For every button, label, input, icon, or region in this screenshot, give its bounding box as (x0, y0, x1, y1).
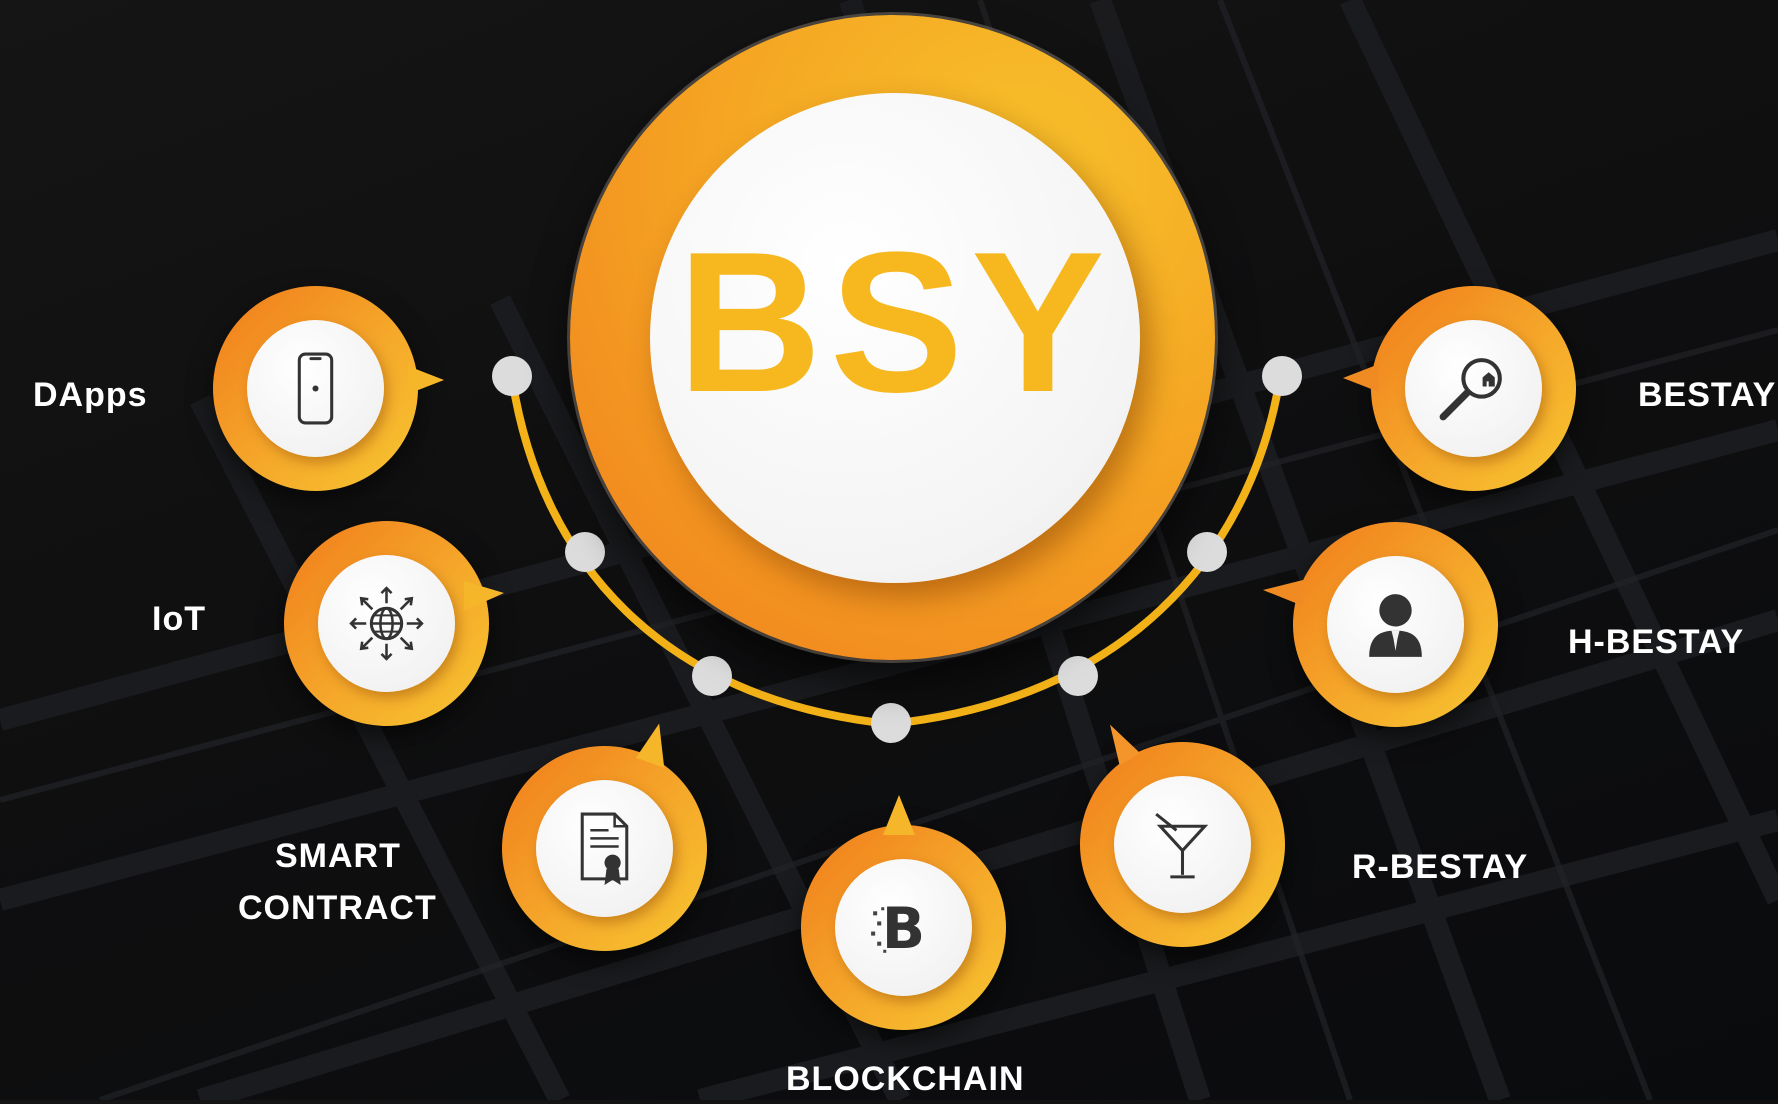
node-h-bestay[interactable] (1263, 522, 1498, 727)
node-bestay[interactable] (1343, 286, 1576, 491)
connector-dot (871, 703, 911, 743)
bitcoin-icon: B (871, 896, 925, 962)
node-pointer (408, 366, 444, 394)
businessman-icon (1369, 594, 1422, 657)
connector-dot (1262, 356, 1302, 396)
node-blockchain[interactable]: B (801, 795, 1006, 1030)
svg-text:B: B (882, 896, 925, 962)
node-icon-circle: B (835, 859, 972, 996)
globe-network-icon (349, 586, 424, 661)
node-label-bestay: BESTAY (1638, 376, 1777, 414)
node-label-contract: CONTRACT (238, 889, 437, 927)
node-label-blockchain: BLOCKCHAIN (786, 1060, 1025, 1098)
node-label-smart: SMART (275, 837, 401, 875)
node-pointer (1263, 580, 1303, 606)
connector-dot (565, 532, 605, 572)
smartphone-icon (297, 352, 334, 425)
node-label-dapps: DApps (33, 376, 148, 414)
connector-dot (1187, 532, 1227, 572)
node-icon-circle (536, 780, 673, 917)
cocktail-glass-icon (1155, 812, 1209, 879)
node-smart-contract[interactable] (502, 720, 707, 951)
connector-dot (1058, 656, 1098, 696)
connector-dot (692, 656, 732, 696)
node-pointer (883, 795, 915, 835)
node-icon-circle (1327, 556, 1464, 693)
node-label-h-bestay: H-BESTAY (1568, 623, 1745, 661)
home-search-icon (1439, 358, 1502, 421)
node-pointer (1343, 364, 1379, 392)
node-pointer (464, 581, 504, 611)
certificate-document-icon (580, 812, 629, 885)
node-dapps[interactable] (213, 286, 444, 491)
hub-title: BSY (677, 211, 1113, 434)
node-iot[interactable] (284, 521, 504, 726)
node-icon-circle (1114, 776, 1251, 913)
node-label-iot: IoT (152, 600, 206, 638)
node-label-r-bestay: R-BESTAY (1352, 848, 1529, 886)
central-hub: BSY (570, 15, 1215, 660)
connector-dot (492, 356, 532, 396)
central-hub-inner: BSY (650, 93, 1140, 583)
node-r-bestay[interactable] (1080, 718, 1285, 947)
node-icon-circle (247, 320, 384, 457)
node-icon-circle (318, 555, 455, 692)
node-icon-circle (1405, 320, 1542, 457)
